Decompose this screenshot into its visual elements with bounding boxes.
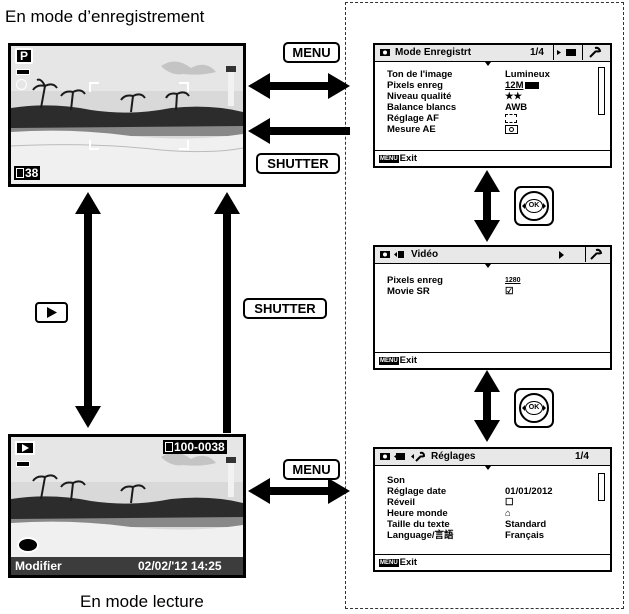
arrow-record-to-menu [248,73,350,99]
menu-panel [345,2,624,609]
menu-key-icon: MENU [379,559,399,567]
ok-button-label: OK [525,199,543,213]
modify-label: Modifier [15,559,62,573]
menu-title: Vidéo [411,249,439,260]
focus-frame-tl [89,82,99,92]
ok-button-label: OK [525,401,543,415]
camera-tab-icon[interactable] [379,449,391,464]
movie-tab-icon[interactable] [393,449,407,464]
folder-icon [165,442,173,452]
chevron-down-icon [485,62,491,66]
menu-page: 1/4 [575,451,589,462]
quality-icon [525,82,539,89]
menu-row[interactable]: Heure monde⌂ [387,508,511,519]
ok-pad-bottom[interactable]: OK [514,388,554,428]
menu-row[interactable]: Son [387,475,405,486]
arrow-menu-to-record [248,118,350,144]
menu-header: Mode Enregistrt 1/4 [375,45,610,62]
focus-frame-tr [179,82,189,92]
menu-row[interactable]: Réveil☐ [387,497,514,508]
chevron-right-icon [559,251,564,259]
shutter-button-top[interactable]: SHUTTER [256,153,340,174]
file-number: 100-0038 [163,440,227,454]
arrow-playback-to-settings [248,478,350,504]
camera-tab-icon[interactable] [379,45,391,60]
focus-frame-bl [89,140,99,150]
exit-label[interactable]: Exit [399,557,418,568]
playback-screen: 100-0038 Modifier 02/02/'12 14:25 [8,434,246,578]
scrollbar[interactable] [598,473,605,501]
menu-header: Vidéo [375,247,610,264]
menu-title: Mode Enregistrt [395,47,472,58]
menu-row[interactable]: Movie SR☑ [387,286,514,297]
shutter-button-middle[interactable]: SHUTTER [243,298,327,319]
face-detect-icon [16,79,27,90]
metering-icon [505,125,518,134]
play-icon [47,307,57,318]
arrow-playback-to-record [214,192,240,433]
wrench-tab-icon[interactable] [585,247,605,262]
record-screen: P 38 [8,43,246,187]
menu-header: Réglages 1/4 [375,449,610,466]
ok-pad-top[interactable]: OK [514,186,554,226]
playback-button[interactable] [35,302,68,323]
datetime-label: 02/02/'12 14:25 [138,559,222,573]
scrollbar[interactable] [598,67,605,115]
battery-icon [16,461,30,467]
chevron-down-icon [485,264,491,268]
menu-row[interactable]: Niveau qualité★★ [387,91,523,102]
menu-row[interactable]: Réglage AF [387,113,588,124]
menu-key-icon: MENU [379,357,399,365]
four-way-controller-icon [17,537,39,553]
menu-title: Réglages [431,451,476,462]
camera-tab-icon[interactable] [379,247,391,262]
focus-frame-br [179,140,189,150]
menu-page: 1/4 [530,47,544,58]
movie-tab-icon[interactable] [393,247,405,262]
arrow-rec-to-video [474,170,500,242]
exit-label[interactable]: Exit [399,153,418,164]
menu-row[interactable]: Mesure AE [387,124,588,135]
wrench-tab-icon[interactable] [585,45,605,60]
playback-mode-icon [15,441,35,455]
ok-pad-icon [519,191,549,221]
wrench-tab-icon[interactable] [409,449,427,464]
menu-key-icon: MENU [379,155,399,163]
chevron-down-icon [485,466,491,470]
landscape-photo [11,46,243,184]
playback-mode-caption: En mode lecture [80,592,204,611]
shots-remaining: 38 [14,166,41,180]
arrow-record-playback [75,192,101,428]
memory-card-icon [16,168,24,178]
record-mode-caption: En mode d’enregistrement [5,7,205,26]
ok-pad-icon [519,393,549,423]
exit-label[interactable]: Exit [399,355,418,366]
battery-icon [16,69,30,75]
menu-button-bottom[interactable]: MENU [283,459,340,480]
arrow-video-to-settings [474,370,500,442]
program-mode-icon: P [15,48,33,64]
playback-info-bar [11,557,243,575]
play-icon [22,444,29,452]
af-frame-icon [505,114,517,123]
menu-button-top[interactable]: MENU [283,42,340,63]
movie-tab-icon[interactable] [553,45,583,60]
